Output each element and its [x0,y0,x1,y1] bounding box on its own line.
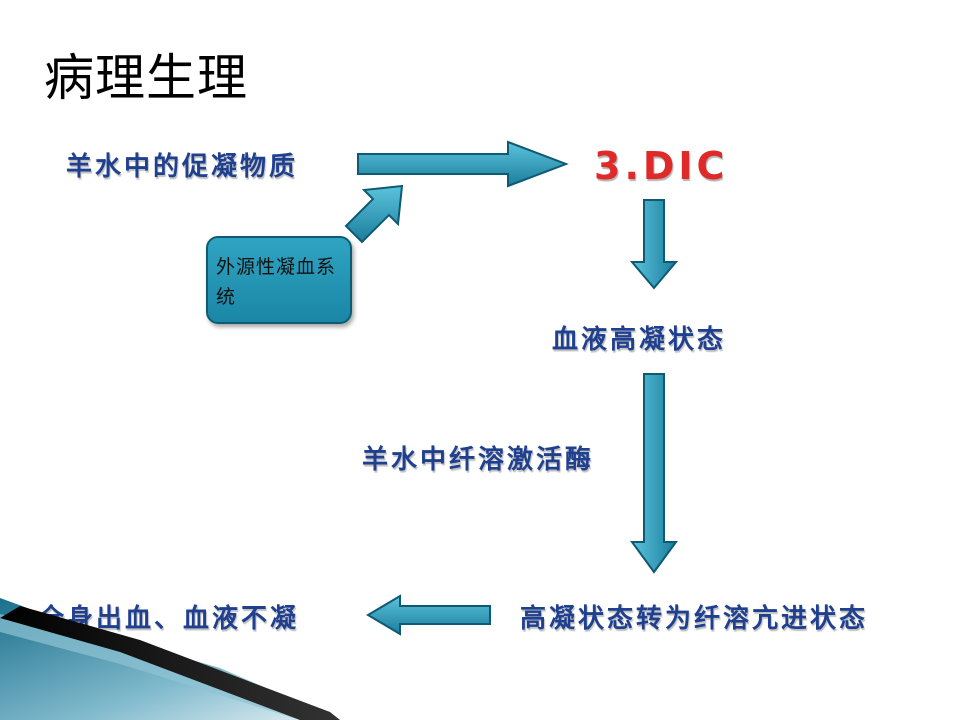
node-extrinsic-coagulation-box: 外源性凝血系统 [206,236,352,324]
arrow-down-to-hypercoagulable [629,199,679,290]
arrow-diagonal-from-extrinsic [344,184,404,244]
node-dic: 3.DIC [594,144,729,188]
node-amniotic-procoagulant: 羊水中的促凝物质 [66,152,299,182]
node-amniotic-fibrinolysin: 羊水中纤溶激活酶 [362,445,595,475]
corner-accent-decoration [0,598,340,720]
arrow-down-to-transition [630,373,678,574]
arrow-left-to-outcome [366,594,491,636]
node-hyperfibrinolysis-transition: 高凝状态转为纤溶亢进状态 [520,604,869,634]
arrow-right-to-dic [357,140,569,188]
node-hypercoagulable-state: 血液高凝状态 [552,325,727,355]
page-title: 病理生理 [44,49,248,107]
